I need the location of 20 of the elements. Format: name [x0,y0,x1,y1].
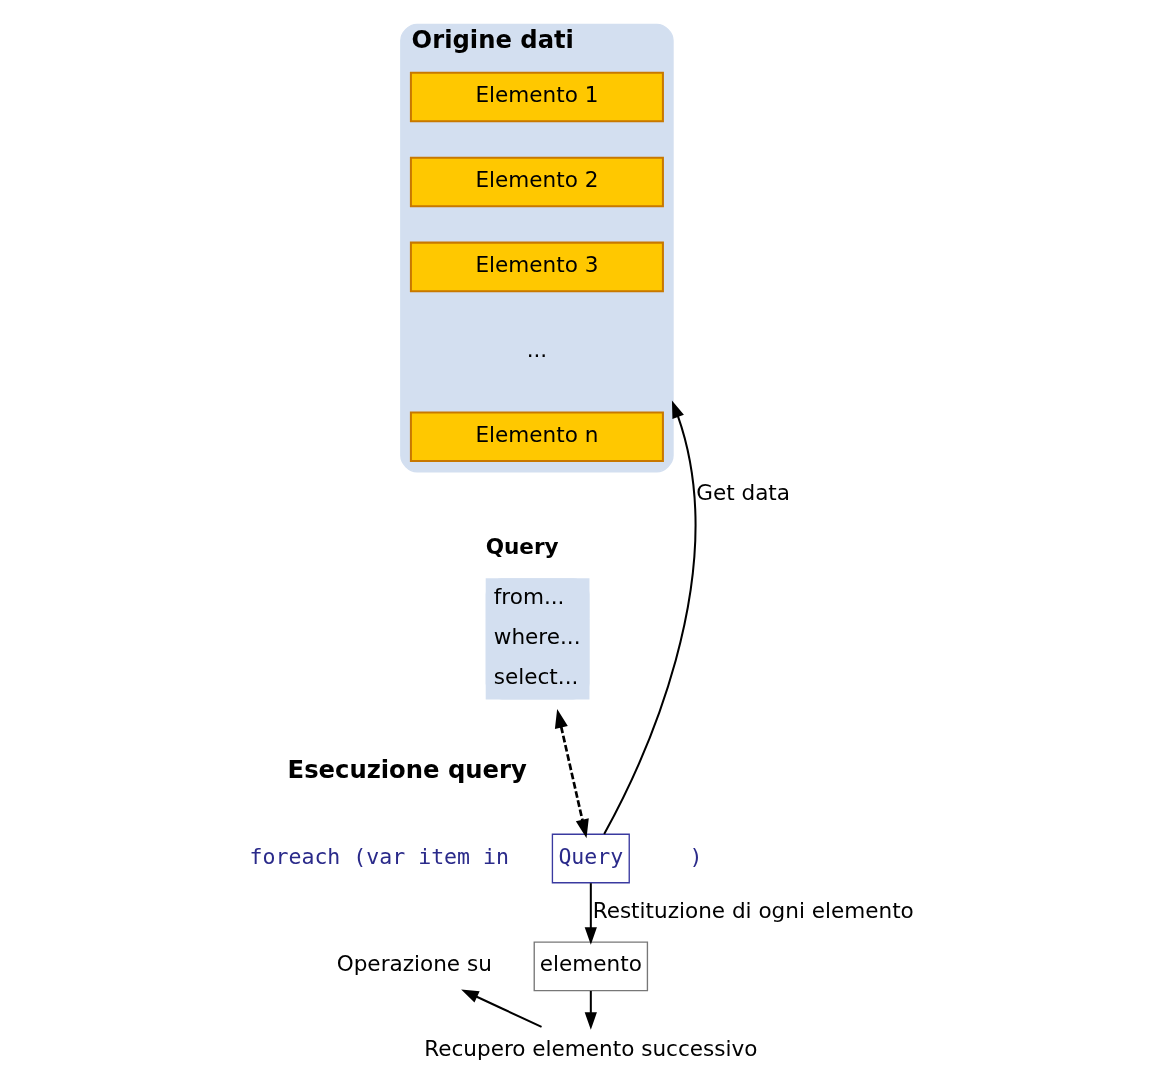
node-box: Elemento 3 [409,241,664,293]
node-text: Operazione su [336,951,492,977]
label: Esecuzione query [287,755,527,785]
edge-label: Get data [695,479,790,505]
arrow [584,991,597,1030]
label: ... [526,336,547,362]
node-box: Query [551,833,630,884]
label: ) [688,843,702,869]
arrow [602,400,696,835]
edge-label: Restituzione di ogni elemento [592,897,914,923]
arrow [460,989,542,1028]
arrow [554,709,589,839]
node-box: elemento [533,941,648,992]
arrow [584,883,597,945]
node-box: Elemento 2 [409,156,664,208]
node-box: Elemento 1 [409,71,664,123]
label: foreach (var item in [249,843,509,869]
node-text: Recupero elemento successivo [423,1036,757,1062]
node-box: Elemento n [409,411,664,462]
node-label: Query [485,533,559,559]
